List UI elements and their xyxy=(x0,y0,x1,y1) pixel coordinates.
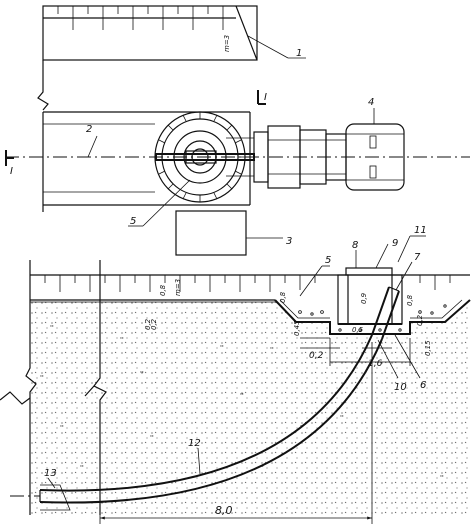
section-mark-left: I xyxy=(10,166,13,177)
callout-13: 13 xyxy=(44,468,57,479)
break-line-mid xyxy=(93,260,107,515)
slope-label-plan: m=3 xyxy=(223,35,231,52)
equipment-box xyxy=(175,210,247,256)
dim-16: 1,6 xyxy=(368,359,383,369)
dimension-lines: 0,8 0,2 0,2 0,8 0,9 0,8 0,2 0,45 0,15 0,… xyxy=(99,284,432,524)
slope-label-section: m=3 xyxy=(174,279,182,296)
callout-7: 7 xyxy=(414,252,421,263)
section-mark-top: I xyxy=(264,92,267,103)
callout-5-section: 5 xyxy=(325,255,331,266)
svg-text:'': '' xyxy=(120,336,124,344)
dim-02-pit-r: 0,2 xyxy=(416,314,424,326)
curved-pipe xyxy=(10,334,383,511)
dim-09: 0,9 xyxy=(360,292,368,304)
callout-11: 11 xyxy=(414,225,427,236)
callout-9: 9 xyxy=(392,238,398,249)
dim-08-pit: 0,8 xyxy=(279,291,287,303)
callout-12: 12 xyxy=(188,438,201,449)
dim-08-left: 0,8 xyxy=(159,284,167,296)
svg-text:'': '' xyxy=(300,424,304,432)
svg-text:'': '' xyxy=(440,474,444,482)
dim-045: 0,45 xyxy=(293,320,301,336)
dim-05: 0,5 xyxy=(352,326,364,334)
upper-trench: m=3 xyxy=(37,5,258,111)
svg-text:'': '' xyxy=(220,344,224,352)
plan-view: m=3 1 I I 2 xyxy=(5,5,470,256)
svg-text:'': '' xyxy=(50,324,54,332)
dim-02-left: 0,2 xyxy=(150,318,158,330)
svg-text:'': '' xyxy=(260,464,264,472)
callout-2: 2 xyxy=(86,124,92,135)
callout-8-top: 8 xyxy=(352,240,358,251)
callout-1: 1 xyxy=(296,48,302,59)
dim-02-mid: 0,2 xyxy=(144,318,152,330)
callout-4: 4 xyxy=(368,97,374,108)
dim-total-length: 8,0 xyxy=(215,504,233,517)
svg-text:'': '' xyxy=(40,374,44,382)
dim-015: 0,15 xyxy=(424,340,432,356)
break-line-left xyxy=(25,260,37,515)
svg-text:'': '' xyxy=(140,370,144,378)
svg-text:'': '' xyxy=(150,434,154,442)
callout-6: 6 xyxy=(420,380,426,391)
dim-02-under: 0,2 xyxy=(309,351,324,361)
section-view: m=3 xyxy=(0,225,471,524)
svg-text:'': '' xyxy=(340,414,344,422)
callout-5-plan: 5 xyxy=(130,216,136,227)
pit xyxy=(274,267,471,335)
drill-stem xyxy=(371,286,400,340)
callout-3: 3 xyxy=(286,236,292,247)
svg-text:'': '' xyxy=(60,424,64,432)
soil-mass xyxy=(30,300,470,515)
soil-marks: '' '' '' '' '' '' '' '' '' '' '' '' '' '… xyxy=(40,324,444,482)
callout-10: 10 xyxy=(394,382,407,393)
drive-unit xyxy=(253,123,405,191)
svg-text:'': '' xyxy=(240,392,244,400)
svg-text:'': '' xyxy=(80,464,84,472)
ground-surface: m=3 xyxy=(30,274,470,303)
svg-text:'': '' xyxy=(270,346,274,354)
dim-08-pit-r: 0,8 xyxy=(406,294,414,306)
main-trench-plan xyxy=(42,111,251,212)
